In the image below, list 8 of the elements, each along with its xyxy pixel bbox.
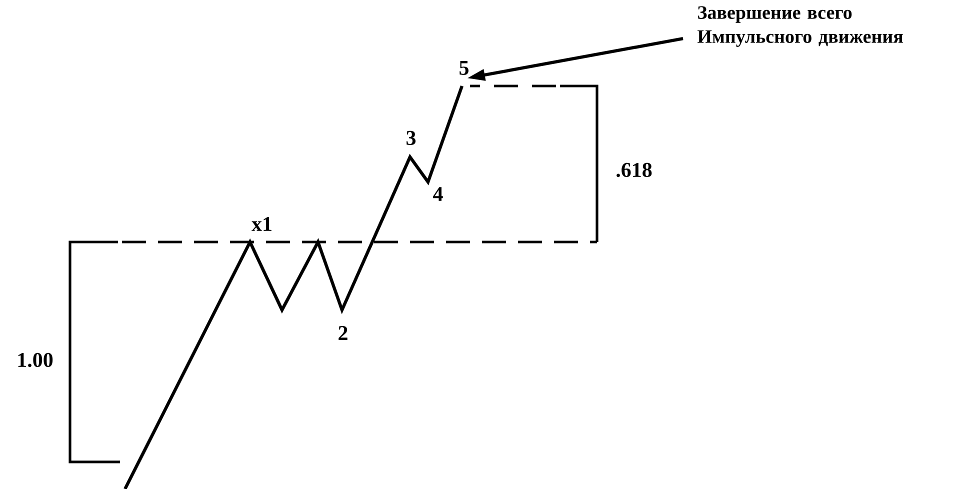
wave-label: 2	[338, 326, 348, 340]
measure-label: .618	[616, 162, 652, 178]
wave-label: 3	[406, 130, 416, 146]
measure-label: 1.00	[18, 352, 53, 368]
wave-label: 4	[433, 187, 443, 201]
callout-text: Завершение всего Импульсного движения	[698, 6, 903, 47]
wave-label: 5	[460, 61, 468, 75]
wave-label: x1	[252, 217, 272, 231]
